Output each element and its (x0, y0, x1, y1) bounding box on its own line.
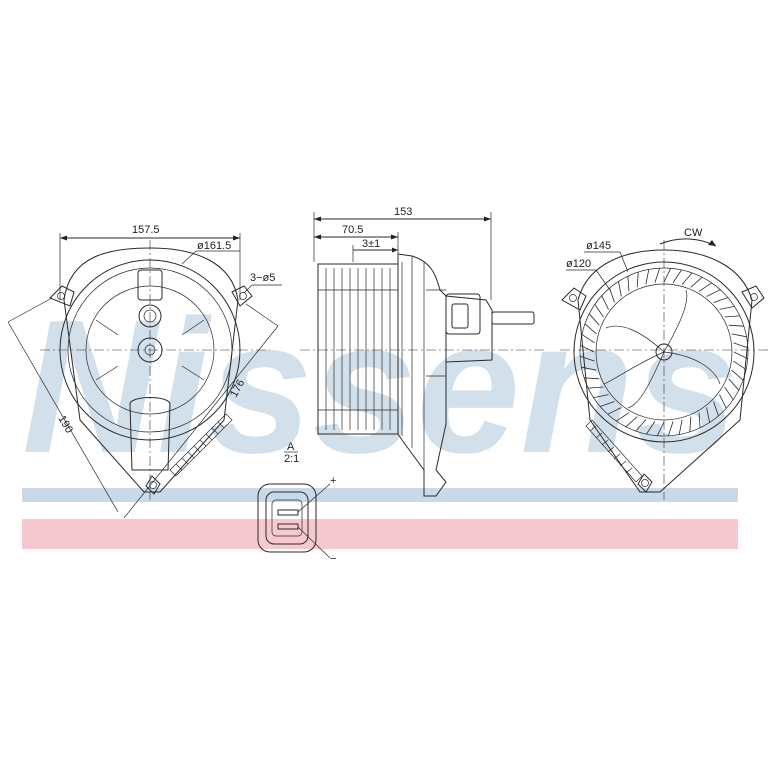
rear-blade (724, 386, 734, 400)
front-view: 157.5 ø161.5 3−ø5 (7, 224, 282, 519)
detail-minus: − (330, 553, 336, 565)
rear-blade (713, 297, 729, 303)
rear-blade (667, 421, 674, 437)
rear-blade (588, 313, 600, 326)
rear-blade (672, 269, 682, 283)
rear-blade (728, 324, 744, 327)
rear-blade (689, 416, 692, 432)
rear-blade (607, 407, 622, 415)
rear-blade (731, 333, 747, 338)
rear-blade (656, 421, 665, 436)
rear-blade (593, 394, 609, 398)
front-diameter-dim: ø161.5 (197, 240, 231, 252)
front-holes-dim: 3−ø5 (250, 272, 275, 284)
rear-blade-ring (579, 267, 749, 437)
rear-rotation-label: CW (684, 227, 703, 239)
rear-blade (579, 355, 595, 362)
rear-blade (681, 272, 693, 285)
rear-view: CW ø145 ø120 (560, 227, 770, 500)
watermark-band-blue (22, 488, 738, 502)
rear-blade (733, 342, 749, 349)
side-wheel-dim: 70.5 (342, 224, 363, 236)
rear-outer-diameter: ø145 (586, 240, 611, 252)
side-view: 153 70.5 3±1 (300, 206, 545, 497)
rear-blade (698, 412, 701, 428)
rear-blade (584, 377, 600, 380)
rear-blade (580, 344, 595, 353)
front-width-dim: 157.5 (132, 224, 160, 236)
rear-blade (627, 276, 630, 292)
watermark-text: Nissens (22, 281, 738, 493)
detail-scale: 2:1 (284, 453, 299, 465)
detail-a-connector: A 2:1 + − (257, 441, 336, 565)
rear-inner-diameter: ø120 (566, 258, 591, 270)
side-overall-dim: 153 (394, 206, 412, 218)
rear-blade (584, 323, 597, 335)
fan-wheel-blades (318, 268, 398, 430)
rear-blade (706, 407, 710, 423)
rear-blade (690, 276, 703, 288)
rear-blade (719, 394, 727, 409)
rear-blade (601, 295, 609, 310)
rear-blade (618, 281, 622, 297)
rear-blade (635, 419, 647, 432)
rear-blade (654, 267, 661, 283)
detail-plus: + (330, 475, 336, 487)
rear-blade (698, 282, 712, 292)
rear-blade (731, 369, 744, 381)
rear-blade (588, 386, 604, 389)
rear-blade (636, 272, 639, 288)
rear-blade (625, 416, 638, 428)
rear-blade (733, 351, 748, 360)
rear-blade (594, 304, 604, 318)
rear-blade (706, 289, 721, 297)
side-tol-dim: 3±1 (362, 238, 380, 250)
watermark-band-pink (22, 519, 738, 549)
rear-blade (663, 268, 672, 283)
rear-blade (724, 315, 740, 318)
rear-blade (713, 401, 719, 417)
watermark: Nissens (22, 281, 738, 549)
rear-blade (646, 421, 656, 435)
rear-blade (599, 401, 615, 407)
rear-blade (678, 419, 683, 435)
detail-label: A (287, 441, 295, 453)
rear-blade (609, 287, 615, 303)
rear-blade (719, 306, 735, 310)
rear-blade (616, 412, 630, 422)
rear-blade (733, 360, 747, 370)
rear-blade (645, 269, 650, 285)
rear-blade (581, 334, 595, 344)
rear-blade (728, 378, 740, 391)
rear-blade (581, 366, 597, 371)
